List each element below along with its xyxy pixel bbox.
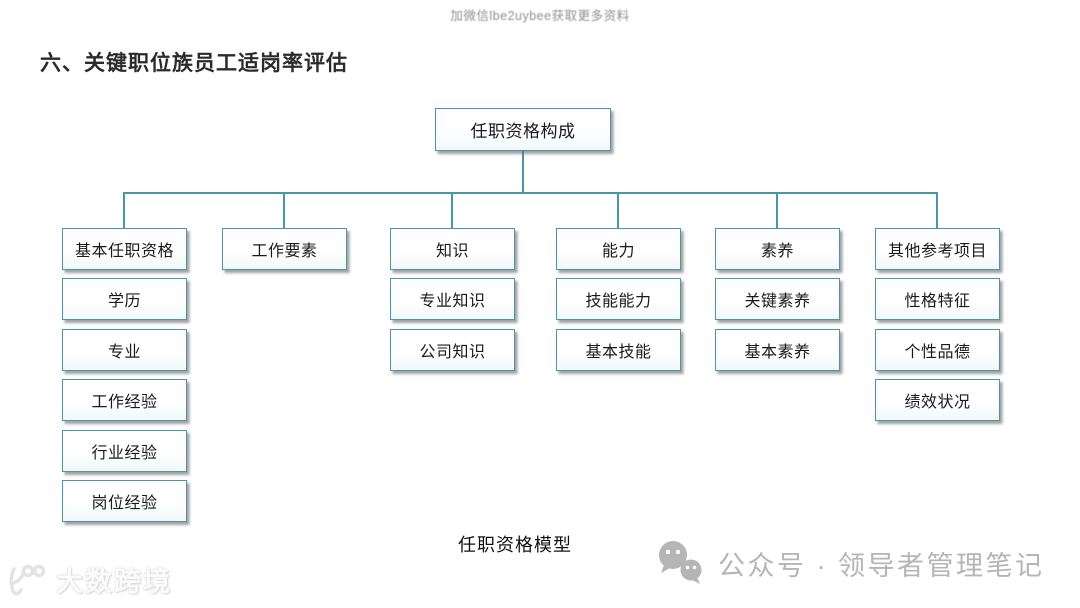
node-col1-item4: 行业经验 [62, 430, 187, 472]
node-col3-header: 知识 [390, 228, 515, 270]
footer-logo: 大数跨境 [6, 560, 172, 599]
node-col5-item1: 关键素养 [715, 278, 840, 320]
connector-drop-col2 [283, 192, 285, 228]
page-title: 六、关键职位族员工适岗率评估 [40, 52, 348, 75]
dashu-logo-text: 大数跨境 [56, 567, 172, 597]
connector-drop-col3 [451, 192, 453, 228]
node-col4-header: 能力 [556, 228, 681, 270]
node-col6-item3: 绩效状况 [875, 379, 1000, 421]
top-watermark: 加微信lbe2uybee获取更多资料 [450, 9, 630, 23]
dashu-logo-icon [6, 561, 50, 599]
connector-main-horizontal [123, 192, 938, 194]
node-col1-header: 基本任职资格 [62, 228, 187, 270]
node-col1-item5: 岗位经验 [62, 480, 187, 522]
footer-wechat-account: 公众号 · 领导者管理笔记 [656, 540, 1045, 586]
node-col1-item1: 学历 [62, 278, 187, 320]
node-col1-item3: 工作经验 [62, 379, 187, 421]
node-root: 任职资格构成 [435, 108, 611, 151]
diagram-caption: 任职资格模型 [458, 535, 572, 555]
node-col4-item2: 基本技能 [556, 329, 681, 371]
wechat-icon [656, 540, 704, 586]
node-col4-item1: 技能能力 [556, 278, 681, 320]
node-col5-header: 素养 [715, 228, 840, 270]
connector-drop-col1 [123, 192, 125, 228]
node-col6-item2: 个性品德 [875, 329, 1000, 371]
node-col5-item2: 基本素养 [715, 329, 840, 371]
node-col6-item1: 性格特征 [875, 278, 1000, 320]
connector-drop-col4 [617, 192, 619, 228]
node-col6-header: 其他参考项目 [875, 228, 1000, 270]
node-col2-header: 工作要素 [222, 228, 347, 270]
connector-drop-col6 [936, 192, 938, 228]
node-col1-item2: 专业 [62, 329, 187, 371]
connector-root-vertical [522, 150, 524, 193]
node-col3-item1: 专业知识 [390, 278, 515, 320]
wechat-account-label: 公众号 · 领导者管理笔记 [718, 550, 1045, 581]
connector-drop-col5 [776, 192, 778, 228]
node-col3-item2: 公司知识 [390, 329, 515, 371]
